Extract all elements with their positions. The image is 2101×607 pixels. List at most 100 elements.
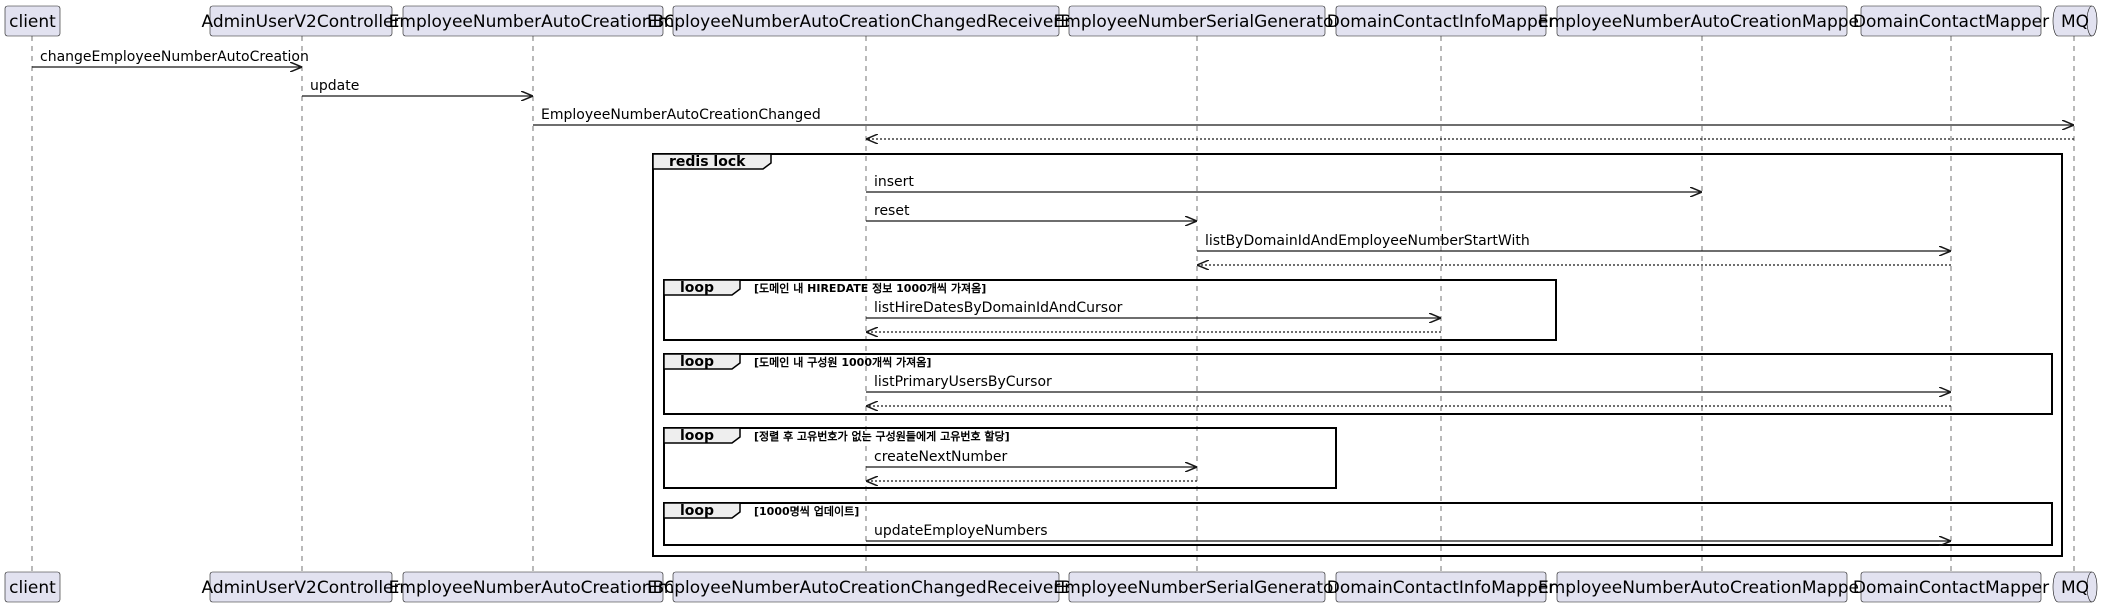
fragment-condition: [정렬 후 고유번호가 없는 구성원들에게 고유번호 할당] — [754, 429, 1010, 443]
participant-box — [1068, 5, 1326, 37]
message-label: createNextNumber — [874, 449, 1008, 465]
participant-label: AdminUserV2Controller — [202, 12, 401, 32]
participant-box — [1068, 571, 1326, 603]
participant-label: client — [9, 578, 56, 598]
participant-employeenumberserialgenerator-bottom: EmployeeNumberSerialGenerator — [1054, 571, 1341, 603]
message-listbydomainidandemployeenumberstartwith: listByDomainIdAndEmployeeNumberStartWith — [1197, 233, 1950, 251]
fragment-redis-lock-0: redis lock — [652, 153, 2063, 557]
participant-box — [672, 571, 1060, 603]
message-updateemployenumbers: updateEmployeNumbers — [866, 523, 1950, 541]
fragment-tab — [663, 279, 741, 296]
fragment-keyword: loop — [680, 428, 714, 444]
participant-domaincontactinfomapper-top: DomainContactInfoMapper — [1327, 5, 1555, 37]
participant-box — [672, 5, 1060, 37]
message-label: insert — [874, 174, 914, 190]
message-createnextnumber: createNextNumber — [866, 449, 1196, 467]
participant-box — [402, 571, 664, 603]
fragment-keyword: loop — [680, 354, 714, 370]
fragment-frame — [663, 427, 1337, 489]
fragment-loop-3: loop [정렬 후 고유번호가 없는 구성원들에게 고유번호 할당] — [663, 427, 1337, 489]
participant-label: EmployeeNumberAutoCreationBO — [389, 578, 678, 598]
participant-employeenumberautocreationchangedreceiverbo-bottom: EmployeeNumberAutoCreationChangedReceive… — [647, 571, 1085, 603]
message-label: reset — [874, 203, 910, 219]
participant-box — [402, 5, 664, 37]
message-label: updateEmployeNumbers — [874, 523, 1048, 539]
participant-box — [1556, 571, 1848, 603]
fragment-loop-2: loop [도메인 내 구성원 1000개씩 가져옴] — [663, 353, 2053, 415]
message-label: listHireDatesByDomainIdAndCursor — [874, 300, 1123, 316]
fragment-keyword: loop — [680, 503, 714, 519]
fragment-keyword: redis lock — [669, 154, 746, 170]
participant-label: MQ — [2061, 578, 2089, 598]
fragments: redis lock loop [도메인 내 HIREDATE 정보 1000개씩 … — [652, 153, 2063, 557]
message-changeemployeenumberautocreation: changeEmployeeNumberAutoCreation — [32, 49, 309, 67]
fragment-frame — [663, 279, 1557, 341]
participant-box — [4, 571, 61, 603]
participant-adminuserv2controller-top: AdminUserV2Controller — [202, 5, 401, 37]
message-reset: reset — [866, 203, 1196, 221]
participant-client-bottom: client — [4, 571, 61, 603]
participant-mq-bottom: MQ — [2052, 571, 2098, 603]
fragment-condition: [도메인 내 구성원 1000개씩 가져옴] — [754, 355, 931, 369]
participant-client-top: client — [4, 5, 61, 37]
participant-label: MQ — [2061, 12, 2089, 32]
fragment-tab — [652, 153, 772, 170]
participant-box — [1335, 571, 1547, 603]
participant-adminuserv2controller-bottom: AdminUserV2Controller — [202, 571, 401, 603]
participant-label: DomainContactInfoMapper — [1327, 578, 1555, 598]
participant-box — [1335, 5, 1547, 37]
queue-end-arc — [2086, 5, 2093, 37]
participant-label: DomainContactMapper — [1853, 578, 2049, 598]
participant-mq-top: MQ — [2052, 5, 2098, 37]
participant-label: EmployeeNumberAutoCreationMapper — [1538, 12, 1866, 32]
participant-employeenumberautocreationmapper-bottom: EmployeeNumberAutoCreationMapper — [1538, 571, 1866, 603]
fragment-frame — [652, 153, 2063, 557]
participant-domaincontactmapper-top: DomainContactMapper — [1853, 5, 2049, 37]
participant-label: EmployeeNumberAutoCreationMapper — [1538, 578, 1866, 598]
fragment-condition: [도메인 내 HIREDATE 정보 1000개씩 가져옴] — [754, 281, 986, 295]
fragment-keyword: loop — [680, 280, 714, 296]
fragment-tab — [663, 502, 741, 519]
participant-label: EmployeeNumberSerialGenerator — [1054, 12, 1341, 32]
fragment-tab — [663, 353, 741, 370]
queue-end-arc — [2086, 571, 2093, 603]
participant-box — [4, 5, 61, 37]
participant-label: EmployeeNumberAutoCreationChangedReceive… — [647, 12, 1085, 32]
participant-employeenumberautocreationbo-bottom: EmployeeNumberAutoCreationBO — [389, 571, 678, 603]
message-employeenumberautocreationchanged: EmployeeNumberAutoCreationChanged — [533, 107, 2073, 125]
participant-label: AdminUserV2Controller — [202, 578, 401, 598]
fragment-frame — [663, 502, 2053, 546]
fragment-frame — [663, 353, 2053, 415]
participant-box — [1860, 5, 2042, 37]
message-label: listByDomainIdAndEmployeeNumberStartWith — [1205, 233, 1530, 249]
participant-employeenumberautocreationbo-top: EmployeeNumberAutoCreationBO — [389, 5, 678, 37]
messages: changeEmployeeNumberAutoCreationupdateEm… — [32, 49, 2074, 541]
participant-employeenumberautocreationmapper-top: EmployeeNumberAutoCreationMapper — [1538, 5, 1866, 37]
participant-label: EmployeeNumberAutoCreationChangedReceive… — [647, 578, 1085, 598]
fragment-condition: [1000명씩 업데이트] — [754, 504, 859, 518]
participant-label: DomainContactMapper — [1853, 12, 2049, 32]
participant-label: EmployeeNumberSerialGenerator — [1054, 578, 1341, 598]
message-insert: insert — [866, 174, 1701, 192]
participant-box — [209, 5, 393, 37]
message-update: update — [302, 78, 532, 96]
message-label: changeEmployeeNumberAutoCreation — [40, 49, 309, 65]
participant-employeenumberautocreationchangedreceiverbo-top: EmployeeNumberAutoCreationChangedReceive… — [647, 5, 1085, 37]
participant-label: EmployeeNumberAutoCreationBO — [389, 12, 678, 32]
participant-domaincontactmapper-bottom: DomainContactMapper — [1853, 571, 2049, 603]
message-label: update — [310, 78, 359, 94]
fragment-loop-4: loop [1000명씩 업데이트] — [663, 502, 2053, 546]
participant-domaincontactinfomapper-bottom: DomainContactInfoMapper — [1327, 571, 1555, 603]
participant-box — [1556, 5, 1848, 37]
participant-label: DomainContactInfoMapper — [1327, 12, 1555, 32]
message-label: listPrimaryUsersByCursor — [874, 374, 1052, 390]
message-label: EmployeeNumberAutoCreationChanged — [541, 107, 821, 123]
message-listprimaryusersbycursor: listPrimaryUsersByCursor — [866, 374, 1950, 392]
participant-label: client — [9, 12, 56, 32]
fragment-loop-1: loop [도메인 내 HIREDATE 정보 1000개씩 가져옴] — [663, 279, 1557, 341]
participant-box — [1860, 571, 2042, 603]
fragment-tab — [663, 427, 741, 444]
